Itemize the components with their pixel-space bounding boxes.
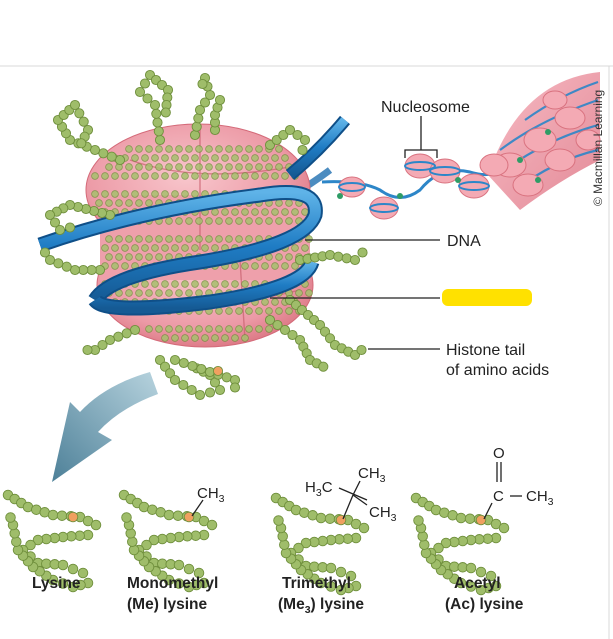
histone-tails — [39, 69, 368, 401]
caption-monomethyl-line1: Monomethyl — [127, 575, 218, 592]
nucleosome-bracket — [404, 116, 438, 158]
chromatin-fiber — [488, 72, 601, 210]
dna-label: DNA — [447, 233, 481, 250]
acetyl-group: O C CH3 — [483, 445, 554, 520]
svg-text:CH3: CH3 — [369, 504, 397, 524]
histone-tail-label-line2: of amino acids — [446, 362, 549, 379]
caption-trimethyl-line2: (Me3) lysine — [278, 596, 364, 616]
credit-text: © Macmillan Learning — [591, 90, 605, 206]
trimethyl-group: H3C CH3 CH3 — [305, 465, 397, 524]
histone-tail-label-line1: Histone tail — [446, 342, 525, 359]
svg-text:O: O — [493, 445, 505, 462]
svg-text:CH3: CH3 — [358, 465, 386, 485]
dna-wrap — [37, 115, 350, 316]
caption-monomethyl-line2: (Me) lysine — [127, 596, 207, 613]
dna-strand-small — [321, 168, 501, 199]
caption-acetyl-line2: (Ac) lysine — [445, 596, 524, 613]
curved-arrow — [52, 372, 158, 482]
nucleosome-label: Nucleosome — [381, 99, 470, 116]
svg-text:H3C: H3C — [305, 479, 333, 499]
svg-text:C: C — [493, 488, 504, 505]
caption-trimethyl-line1: Trimethyl — [282, 575, 351, 592]
lysine-hairpins — [2, 489, 510, 596]
svg-text:CH3: CH3 — [197, 485, 225, 505]
svg-text:CH3: CH3 — [526, 488, 554, 508]
caption-lysine: Lysine — [32, 575, 81, 592]
caption-acetyl-line1: Acetyl — [454, 575, 501, 592]
redacted-label-highlight — [442, 289, 532, 306]
monomethyl-group: CH3 — [191, 485, 225, 517]
